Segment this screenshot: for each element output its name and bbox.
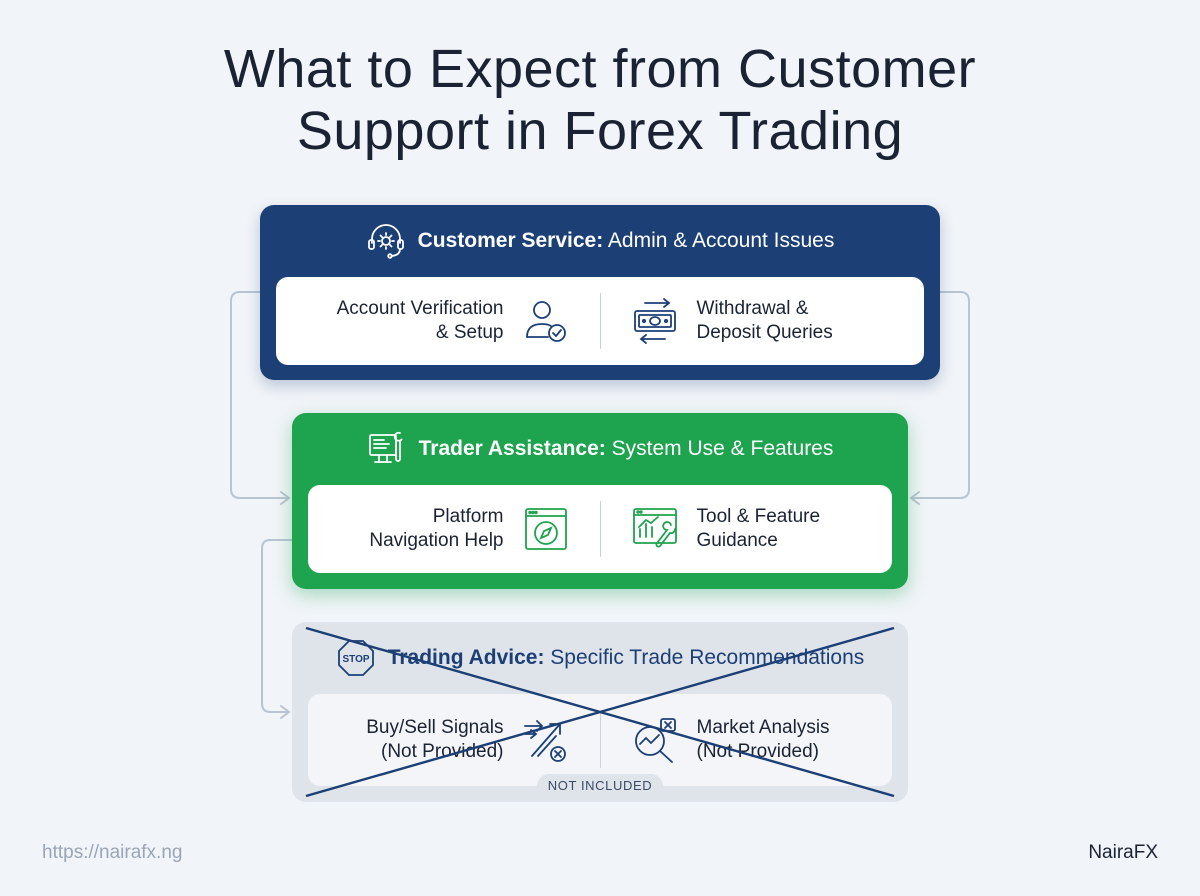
arrowhead-left-bottom: [280, 705, 291, 719]
trading-advice-panel: STOP Trading Advice: Specific Trade Reco…: [292, 622, 908, 802]
customer-service-heading-rest: Admin & Account Issues: [607, 229, 835, 252]
stop-sign-text: STOP: [342, 654, 369, 665]
account-verification-item: Account Verification & Setup: [276, 277, 600, 365]
trading-advice-heading-bold: Trading Advice:: [387, 646, 545, 669]
item-divider: [599, 293, 601, 349]
trading-advice-heading-rest: Specific Trade Recommendations: [550, 646, 865, 669]
withdrawal-deposit-line-2: Deposit Queries: [696, 322, 833, 343]
item-divider: [599, 501, 601, 557]
platform-navigation-line-1: Platform: [432, 506, 504, 527]
not-included-badge: NOT INCLUDED: [537, 774, 663, 798]
monitor-wrench-icon: [367, 429, 407, 469]
trader-assistance-items: Platform Navigation Help: [308, 485, 892, 573]
platform-navigation-line-2: Navigation Help: [369, 530, 504, 551]
trader-assistance-heading-bold: Trader Assistance:: [418, 437, 606, 460]
stop-sign-icon: STOP: [336, 638, 376, 678]
chart-wrench-icon: [631, 505, 679, 553]
magnifier-chart-cancel-icon: [631, 716, 679, 764]
trader-assistance-header: Trader Assistance: System Use & Features: [292, 413, 908, 485]
market-analysis-line-2: (Not Provided): [696, 741, 820, 762]
signal-arrows-cancel-icon: [522, 716, 570, 764]
trader-assistance-heading-rest: System Use & Features: [611, 437, 834, 460]
market-analysis-line-1: Market Analysis: [696, 717, 830, 738]
account-verification-line-2: & Setup: [435, 322, 504, 343]
market-analysis-item: Market Analysis (Not Provided): [601, 694, 893, 786]
footer-url[interactable]: https://nairafx.ng: [42, 842, 183, 863]
title-line-1: What to Expect from Customer: [223, 39, 977, 99]
trading-advice-items: Buy/Sell Signals (Not Provided): [308, 694, 892, 786]
customer-service-items: Account Verification & Setup: [276, 277, 924, 365]
arrowhead-right-top: [909, 491, 920, 505]
buy-sell-signals-line-2: (Not Provided): [381, 741, 504, 762]
user-check-icon: [522, 297, 570, 345]
buy-sell-signals-line-1: Buy/Sell Signals: [366, 717, 504, 738]
account-verification-line-1: Account Verification: [336, 298, 504, 319]
title-line-2: Support in Forex Trading: [296, 101, 904, 161]
withdrawal-deposit-item: Withdrawal & Deposit Queries: [601, 277, 925, 365]
customer-service-panel: Customer Service: Admin & Account Issues…: [260, 205, 940, 380]
headset-gear-icon: [366, 221, 406, 261]
page-title: What to Expect from Customer Support in …: [0, 38, 1200, 162]
connector-left-bottom: [261, 539, 292, 713]
arrowhead-left-top: [280, 491, 291, 505]
customer-service-header: Customer Service: Admin & Account Issues: [260, 205, 940, 277]
tool-feature-line-1: Tool & Feature: [696, 506, 821, 527]
compass-window-icon: [522, 505, 570, 553]
trader-assistance-panel: Trader Assistance: System Use & Features…: [292, 413, 908, 589]
buy-sell-signals-item: Buy/Sell Signals (Not Provided): [308, 694, 600, 786]
money-transfer-icon: [631, 297, 679, 345]
trading-advice-header: STOP Trading Advice: Specific Trade Reco…: [292, 622, 908, 694]
tool-feature-line-2: Guidance: [696, 530, 778, 551]
tool-feature-item: Tool & Feature Guidance: [601, 485, 893, 573]
platform-navigation-item: Platform Navigation Help: [308, 485, 600, 573]
customer-service-heading-bold: Customer Service:: [417, 229, 604, 252]
footer-brand: NairaFX: [1088, 842, 1158, 863]
withdrawal-deposit-line-1: Withdrawal &: [696, 298, 809, 319]
